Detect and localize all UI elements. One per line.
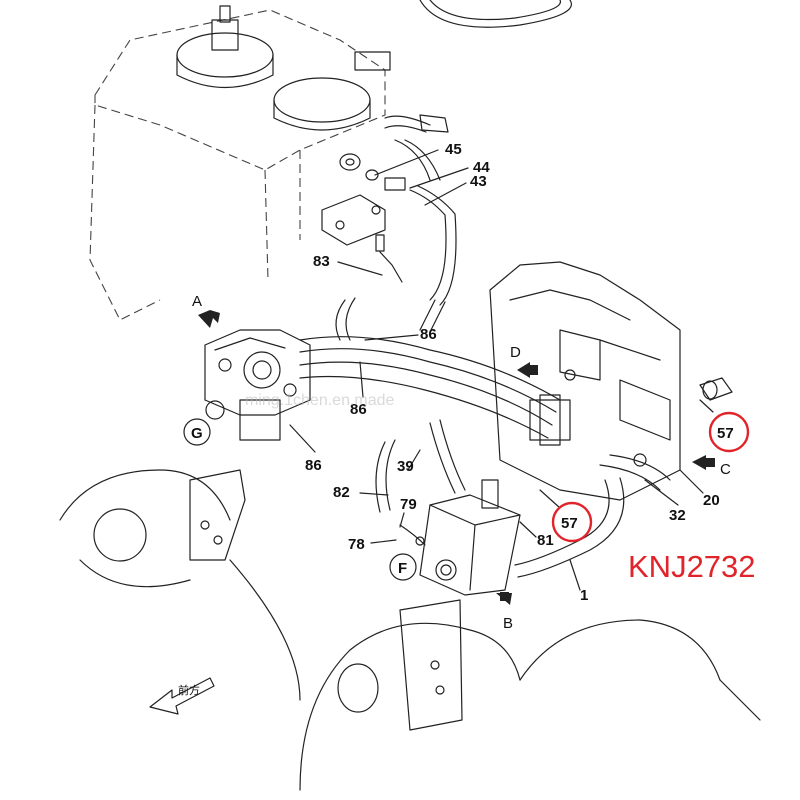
return-hoses	[375, 419, 671, 578]
callout-81: 81	[537, 532, 554, 549]
pump-assembly	[204, 329, 311, 441]
callout-86-lower: 86	[305, 457, 322, 474]
view-arrow-label-d: D	[510, 344, 521, 361]
callout-82: 82	[333, 484, 350, 501]
callout-1: 1	[580, 587, 588, 604]
highlight-57-lower: 57	[551, 501, 593, 543]
leader-lines	[289, 149, 714, 591]
callout-32: 32	[669, 507, 686, 524]
marker-g: G	[183, 418, 211, 446]
view-arrow-d: D	[510, 344, 538, 378]
suction-hose	[384, 114, 449, 181]
fitting-parts	[339, 153, 457, 306]
marker-g-label: G	[191, 425, 203, 442]
lower-valve-block	[399, 479, 521, 596]
callout-86-middle: 86	[350, 401, 367, 418]
part-code-label: KNJ2732	[628, 549, 756, 584]
callout-79: 79	[400, 496, 417, 513]
machine-frame	[59, 469, 761, 791]
adapter-block	[321, 194, 403, 283]
view-arrow-c: C	[692, 455, 731, 478]
fitting-57-right	[699, 377, 733, 401]
control-valve	[489, 261, 681, 501]
callout-20: 20	[703, 492, 720, 509]
callout-39: 39	[397, 458, 414, 475]
callout-45: 45	[445, 141, 462, 158]
callout-44: 44	[473, 159, 490, 176]
highlight-57-right: 57	[708, 411, 750, 453]
watermark-text: ming.1chen.en.made	[245, 392, 395, 409]
view-arrow-a: A	[192, 293, 220, 328]
callout-78: 78	[348, 536, 365, 553]
front-direction-arrow: 前方	[149, 677, 215, 715]
callout-labels: 45 44 43 83 86 86 86 39 82 79 78 81 1 32…	[305, 141, 720, 604]
callout-57-right: 57	[717, 425, 734, 442]
marker-f-label: F	[398, 560, 407, 577]
view-arrow-label-c: C	[720, 461, 731, 478]
callout-57-lower: 57	[561, 515, 578, 532]
front-label: 前方	[178, 683, 200, 697]
marker-f: F	[389, 553, 417, 581]
view-arrow-label-b: B	[503, 615, 513, 632]
view-arrow-label-a: A	[192, 293, 202, 310]
view-arrow-b: B	[496, 592, 513, 632]
hydraulic-tank	[89, 5, 391, 321]
callout-86-upper: 86	[420, 326, 437, 343]
callout-43: 43	[470, 173, 487, 190]
hose-bundle	[299, 297, 561, 439]
callout-83: 83	[313, 253, 330, 270]
